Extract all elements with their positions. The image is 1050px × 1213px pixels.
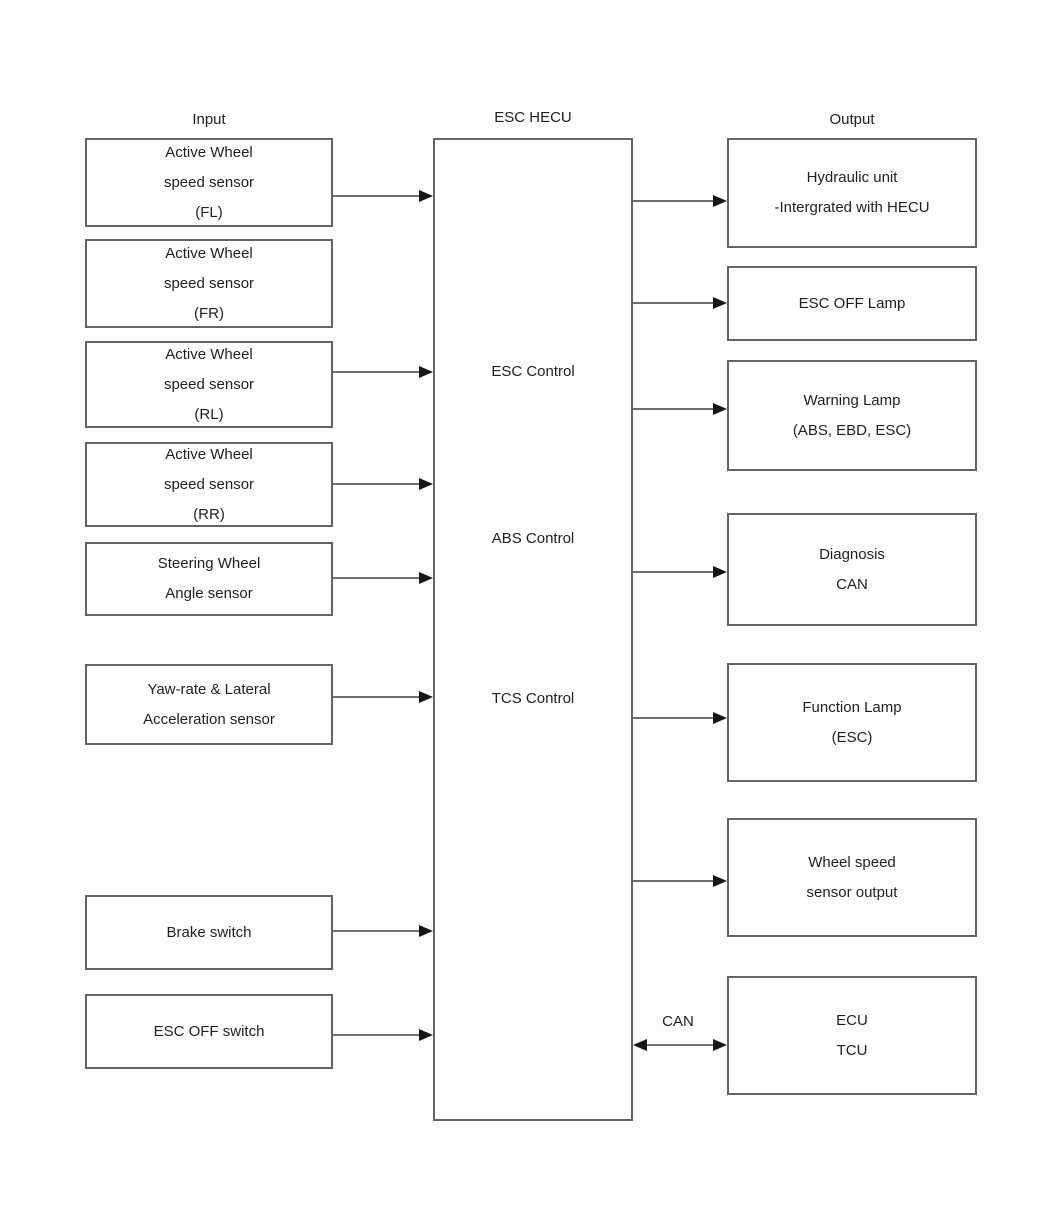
box-text-line: speed sensor — [163, 375, 255, 393]
box-text-line: Angle sensor — [165, 585, 253, 602]
box-text-line: (ABS, EBD, ESC) — [792, 421, 912, 439]
box-text-line: ECU — [836, 1011, 868, 1029]
input-box-yaw-rate-sensor: Yaw-rate & Lateral Acceleration sensor — [85, 664, 333, 745]
box-text-line: Function Lamp — [802, 698, 902, 716]
box-text-line: ESC OFF Lamp — [798, 294, 906, 312]
output-box-esc-off-lamp: ESC OFF Lamp — [727, 266, 977, 341]
arrow-hecu-to-warning-lamp — [633, 403, 727, 415]
esc-hecu-box: ESC Control ABS Control TCS Control — [433, 138, 633, 1121]
arrow-wheel-speed-rr-to-hecu — [333, 478, 433, 490]
arrow-hecu-to-diagnosis-can — [633, 566, 727, 578]
output-box-ecu-tcu: ECU TCU — [727, 976, 977, 1095]
output-box-hydraulic-unit: Hydraulic unit -Intergrated with HECU — [727, 138, 977, 248]
box-text-line: Diagnosis — [819, 545, 885, 563]
arrow-hecu-to-function-lamp — [633, 712, 727, 724]
input-box-wheel-speed-fr: Active Wheel speed sensor (FR) — [85, 239, 333, 328]
box-text-line: -Intergrated with HECU — [774, 199, 930, 216]
output-box-function-lamp: Function Lamp (ESC) — [727, 663, 977, 782]
box-text-line: (FL) — [195, 203, 223, 221]
arrow-steering-sensor-to-hecu — [333, 572, 433, 584]
esc-hecu-header: ESC HECU — [494, 109, 572, 126]
box-text-line: speed sensor — [163, 274, 255, 292]
arrow-esc-off-switch-to-hecu — [333, 1029, 433, 1041]
hecu-function-esc-control: ESC Control — [491, 363, 575, 380]
box-text-line: (FR) — [194, 304, 224, 322]
arrow-wheel-speed-rl-to-hecu — [333, 366, 433, 378]
box-text-line: TCU — [836, 1041, 868, 1059]
hecu-function-abs-control: ABS Control — [491, 530, 575, 547]
input-column-header: Input — [192, 111, 226, 128]
arrow-hecu-to-wheel-speed-output — [633, 875, 727, 887]
arrow-brake-switch-to-hecu — [333, 925, 433, 937]
box-text-line: Wheel speed — [808, 853, 896, 871]
input-box-brake-switch: Brake switch — [85, 895, 333, 970]
output-column-header: Output — [829, 111, 875, 128]
box-text-line: ESC OFF switch — [153, 1022, 265, 1040]
input-box-wheel-speed-fl: Active Wheel speed sensor (FL) — [85, 138, 333, 227]
input-box-wheel-speed-rr: Active Wheel speed sensor (RR) — [85, 442, 333, 527]
box-text-line: speed sensor — [163, 173, 255, 191]
box-text-line: Warning Lamp — [803, 391, 901, 409]
input-box-esc-off-switch: ESC OFF switch — [85, 994, 333, 1069]
box-text-line: sensor output — [806, 883, 898, 901]
box-text-line: Active Wheel — [165, 143, 253, 161]
box-text-line: CAN — [836, 575, 868, 593]
box-text-line: Active Wheel — [165, 345, 253, 363]
output-box-wheel-speed-output: Wheel speed sensor output — [727, 818, 977, 937]
box-text-line: speed sensor — [163, 475, 255, 493]
arrow-can-hecu-ecu-tcu-bidirectional — [633, 1039, 727, 1051]
box-text-line: Brake switch — [166, 923, 252, 941]
input-box-wheel-speed-rl: Active Wheel speed sensor (RL) — [85, 341, 333, 428]
box-text-line: Active Wheel — [165, 445, 253, 463]
box-text-line: Acceleration sensor — [143, 710, 275, 728]
arrow-wheel-speed-fl-to-hecu — [333, 190, 433, 202]
box-text-line: (RR) — [193, 505, 225, 523]
box-text-line: Hydraulic unit — [806, 169, 898, 186]
arrow-hecu-to-esc-off-lamp — [633, 297, 727, 309]
box-text-line: Yaw-rate & Lateral — [147, 680, 271, 698]
arrow-yaw-rate-sensor-to-hecu — [333, 691, 433, 703]
box-text-line: (ESC) — [831, 728, 873, 746]
box-text-line: Steering Wheel — [157, 555, 261, 572]
output-box-warning-lamp: Warning Lamp (ABS, EBD, ESC) — [727, 360, 977, 471]
output-box-diagnosis-can: Diagnosis CAN — [727, 513, 977, 626]
hecu-function-tcs-control: TCS Control — [491, 690, 575, 707]
arrow-hecu-to-hydraulic-unit — [633, 195, 727, 207]
input-box-steering-angle-sensor: Steering Wheel Angle sensor — [85, 542, 333, 616]
can-bus-label: CAN — [662, 1013, 694, 1030]
box-text-line: (RL) — [194, 405, 224, 423]
box-text-line: Active Wheel — [165, 244, 253, 262]
